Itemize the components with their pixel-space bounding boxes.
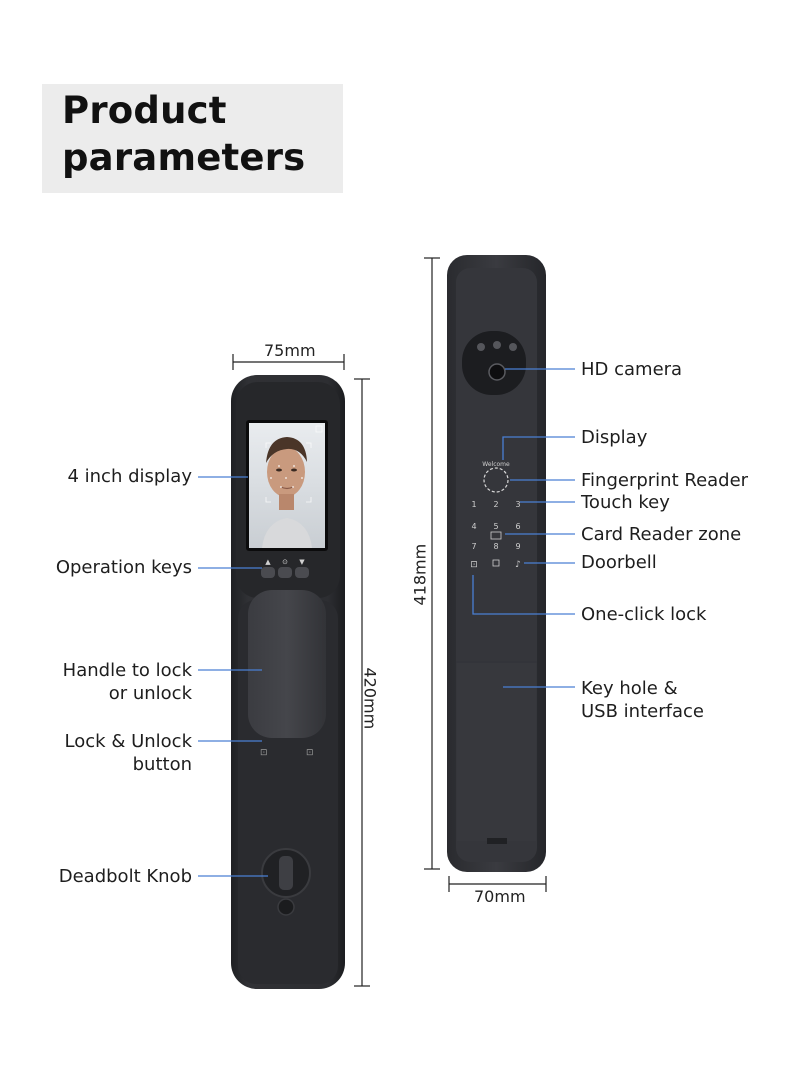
front-dimensions	[232, 354, 370, 987]
label-doorbell: Doorbell	[581, 552, 657, 573]
key-7: 7	[471, 542, 476, 551]
unlock-button-icon[interactable]: ⊡	[306, 748, 314, 758]
key-4: 4	[471, 522, 476, 531]
label-one-click-lock: One-click lock	[581, 604, 707, 625]
key-ok[interactable]	[278, 567, 292, 578]
camera-icon	[488, 363, 506, 381]
lock-icon[interactable]: ⊡	[470, 560, 478, 570]
label-hd-camera: HD camera	[581, 359, 683, 380]
deadbolt-knob[interactable]	[261, 848, 311, 916]
keypad[interactable]: 1 4 7 2 5 8 3 6 9	[471, 500, 520, 551]
label-keyhole-2: USB interface	[581, 701, 704, 722]
svg-text:▲: ▲	[265, 558, 271, 566]
label-deadbolt: Deadbolt Knob	[58, 866, 192, 887]
svg-text:⊙: ⊙	[282, 558, 288, 566]
label-touch-key: Touch key	[581, 492, 670, 513]
front-callouts	[198, 476, 268, 877]
key-3: 3	[515, 500, 520, 509]
side-lock: Welcome 1 4 7 2 5 8 3 6 9 ⊡ ♪	[447, 255, 546, 872]
front-lock: ▲ ⊙ ▼ ⊡ ⊡	[231, 375, 345, 989]
title-box	[42, 84, 343, 193]
side-callouts	[472, 368, 575, 688]
handle[interactable]	[248, 590, 326, 738]
label-display: Display	[581, 427, 648, 448]
lock-button-icon[interactable]: ⊡	[260, 748, 268, 758]
key-0[interactable]	[492, 559, 500, 567]
label-card-reader: Card Reader zone	[581, 524, 742, 545]
key-up[interactable]	[261, 567, 275, 578]
front-height-dim: 420mm	[360, 667, 380, 730]
label-keyhole-1: Key hole &	[581, 678, 678, 699]
label-lock-unlock-2: button	[132, 754, 192, 775]
welcome-text: Welcome	[482, 461, 510, 468]
fingerprint-icon[interactable]	[483, 467, 509, 493]
operation-keys: ▲ ⊙ ▼	[261, 558, 309, 578]
card-reader-icon	[490, 531, 502, 540]
key-8: 8	[493, 542, 498, 551]
side-width-dim: 70mm	[474, 887, 526, 906]
title-line-1: Product	[62, 89, 227, 132]
key-1: 1	[471, 500, 476, 509]
key-down[interactable]	[295, 567, 309, 578]
label-4-inch-display: 4 inch display	[67, 466, 192, 487]
svg-text:▼: ▼	[299, 558, 305, 566]
camera-housing	[462, 331, 526, 395]
keyhole-cover	[457, 663, 536, 841]
label-operation-keys: Operation keys	[55, 557, 192, 578]
face-image	[262, 425, 323, 548]
label-handle-2: or unlock	[108, 683, 192, 704]
side-height-dim: 418mm	[410, 543, 430, 606]
front-width-dim: 75mm	[264, 341, 316, 360]
key-6: 6	[515, 522, 520, 531]
side-dimensions	[424, 257, 547, 892]
title-line-2: parameters	[62, 136, 306, 179]
usb-slot	[487, 838, 507, 844]
label-handle-1: Handle to lock	[62, 660, 192, 681]
key-5: 5	[493, 522, 498, 531]
key-9: 9	[515, 542, 520, 551]
keyhole-icon	[277, 898, 295, 916]
key-2: 2	[493, 500, 498, 509]
label-fingerprint: Fingerprint Reader	[581, 470, 749, 491]
bell-icon[interactable]: ♪	[515, 560, 521, 570]
label-lock-unlock-1: Lock & Unlock	[64, 731, 192, 752]
